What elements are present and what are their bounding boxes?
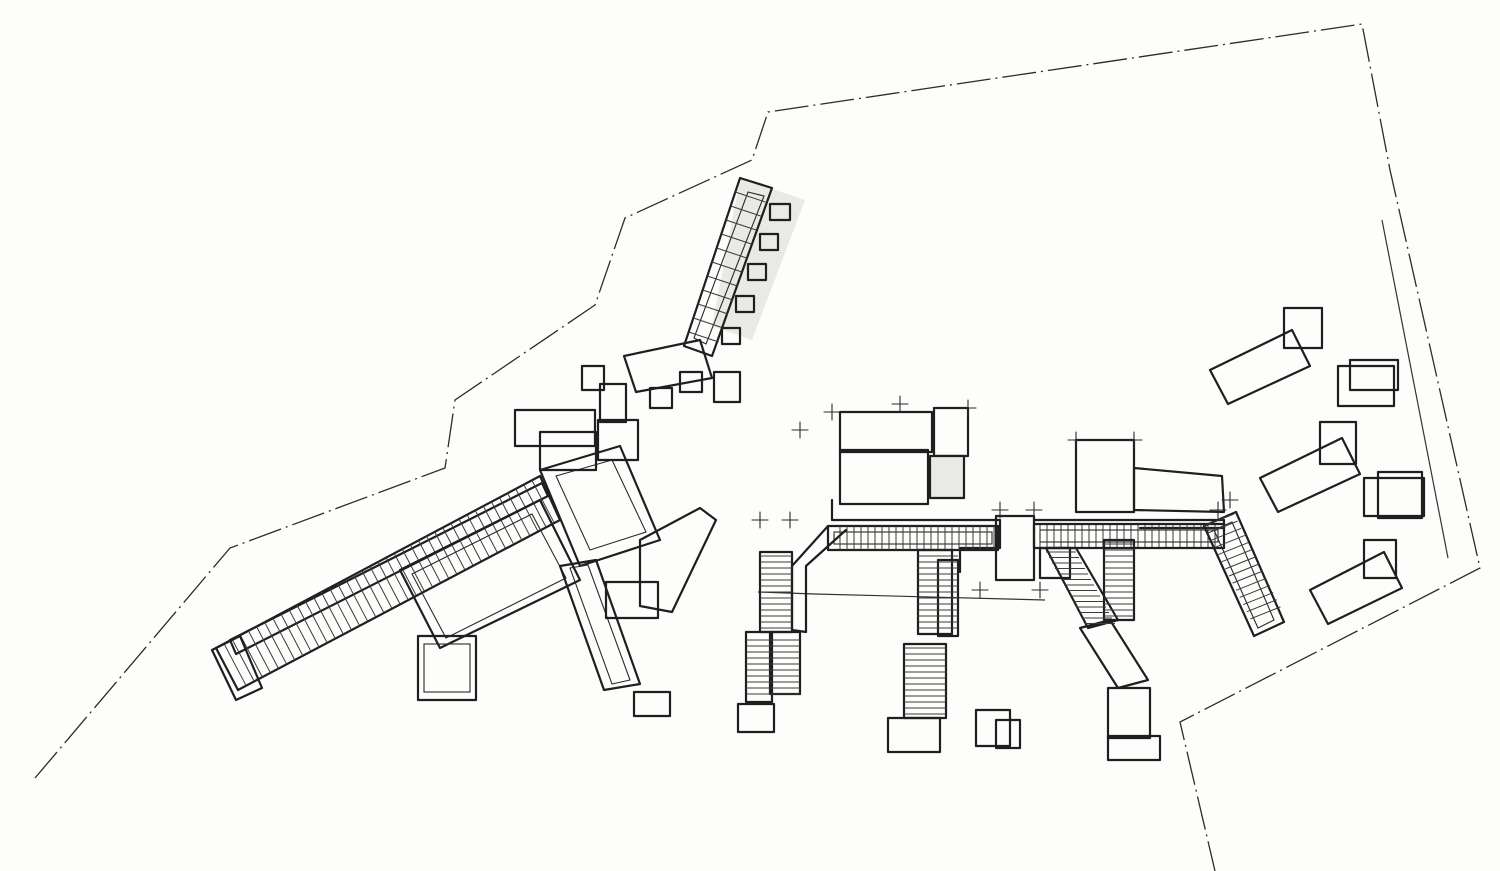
partition-line bbox=[1235, 577, 1267, 591]
south-finger-4 bbox=[1202, 510, 1286, 638]
partition-line bbox=[264, 621, 288, 665]
partition-line bbox=[239, 634, 263, 678]
partition-line bbox=[385, 557, 409, 600]
corridor-strip bbox=[826, 522, 1226, 552]
partition-line bbox=[280, 613, 304, 656]
partition-line bbox=[1239, 584, 1270, 598]
partition-line bbox=[1214, 534, 1245, 548]
partition-line bbox=[1225, 556, 1256, 570]
partition-line bbox=[1246, 599, 1278, 613]
partition-line bbox=[401, 548, 425, 592]
partition-line bbox=[458, 518, 482, 562]
partition-line bbox=[702, 289, 733, 301]
partition-line bbox=[312, 596, 336, 639]
partition-line bbox=[426, 535, 450, 579]
east-cottage-1 bbox=[1208, 306, 1324, 406]
partition-line bbox=[531, 480, 555, 523]
partition-line bbox=[345, 578, 369, 622]
partition-line bbox=[369, 566, 393, 609]
partition-line bbox=[409, 544, 433, 588]
partition-line bbox=[707, 275, 738, 287]
central-blocks bbox=[830, 406, 1226, 750]
partition-line bbox=[515, 488, 539, 532]
finger-hatching bbox=[746, 513, 1281, 715]
partition-line bbox=[296, 604, 320, 648]
partition-line bbox=[393, 553, 417, 596]
partition-line bbox=[1210, 527, 1242, 541]
east-cottage-3 bbox=[1258, 420, 1362, 514]
partition-line bbox=[711, 261, 743, 273]
partition-line bbox=[499, 497, 522, 540]
partition-line bbox=[231, 639, 255, 682]
partition-line bbox=[1221, 549, 1253, 563]
partition-line bbox=[482, 505, 506, 549]
construction-ticks bbox=[751, 395, 1239, 599]
partition-line bbox=[721, 233, 752, 245]
partition-line bbox=[272, 617, 296, 661]
partition-line bbox=[730, 205, 761, 217]
partition-line bbox=[1207, 520, 1238, 534]
partition-line bbox=[418, 540, 441, 583]
partition-line bbox=[337, 583, 360, 626]
partition-line bbox=[304, 600, 328, 643]
partition-line bbox=[716, 247, 747, 259]
partition-line bbox=[377, 561, 401, 605]
partition-line bbox=[688, 331, 719, 343]
partition-line bbox=[1218, 542, 1249, 556]
partition-line bbox=[693, 317, 724, 329]
east-cottage-4 bbox=[1362, 470, 1426, 520]
partition-line bbox=[442, 527, 466, 570]
partition-line bbox=[523, 484, 547, 527]
partition-line bbox=[328, 587, 352, 631]
east-cottage-2 bbox=[1336, 358, 1400, 408]
partition-line bbox=[466, 514, 490, 557]
setback-lines bbox=[757, 219, 1449, 601]
partition-line bbox=[1243, 592, 1274, 606]
east-cottage-5 bbox=[1308, 538, 1404, 626]
north-wing bbox=[622, 176, 805, 410]
partition-line bbox=[697, 303, 729, 315]
partition-line bbox=[725, 219, 757, 231]
partition-line bbox=[361, 570, 385, 613]
partition-line bbox=[735, 191, 766, 203]
partition-line bbox=[490, 501, 514, 545]
partition-line bbox=[1250, 606, 1281, 620]
partition-line bbox=[450, 523, 474, 566]
property-boundary bbox=[34, 23, 1481, 871]
partition-line bbox=[1232, 570, 1263, 584]
partition-line bbox=[223, 643, 247, 686]
partition-line bbox=[1228, 563, 1260, 577]
west-wing bbox=[210, 364, 718, 718]
partition-line bbox=[320, 591, 344, 635]
south-finger-3 bbox=[1044, 538, 1162, 762]
partition-line bbox=[474, 510, 498, 553]
partition-line bbox=[434, 531, 458, 575]
partition-line bbox=[247, 630, 271, 674]
partition-line bbox=[256, 626, 279, 669]
partition-line bbox=[353, 574, 377, 618]
partition-line bbox=[1203, 513, 1235, 527]
partition-line bbox=[288, 609, 312, 652]
partition-line bbox=[507, 492, 531, 536]
south-finger-1 bbox=[736, 524, 848, 734]
